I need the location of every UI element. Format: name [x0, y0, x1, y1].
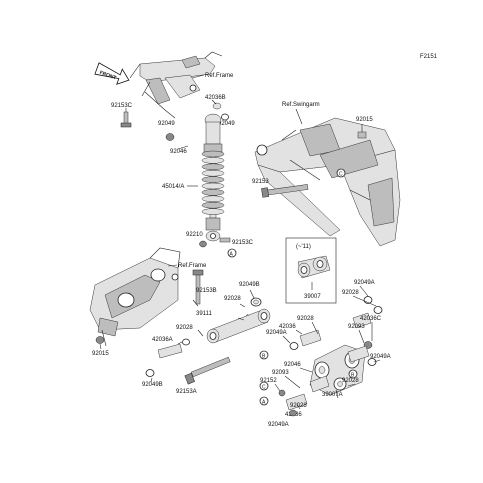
part-label: 39111 [196, 311, 212, 317]
part-label: 92049A [354, 280, 375, 286]
part-label: 92152 [260, 378, 277, 384]
spring-coil [201, 176, 225, 183]
part-label: 92049 [218, 121, 235, 127]
part-label: 92028 [297, 316, 314, 322]
part-label: 92049A [266, 330, 287, 336]
part-label: 42036A [152, 337, 173, 343]
part-label: 92093 [272, 370, 289, 376]
part-label: 42036C [360, 316, 382, 322]
part-label: 92028 [224, 296, 241, 302]
spring-coil [201, 157, 225, 164]
spring-coil [201, 201, 225, 209]
part-label: 39007A [322, 392, 343, 398]
part-label: 92028 [176, 325, 193, 331]
part-label: 92015 [356, 117, 373, 123]
part-label: 92049 [158, 121, 175, 127]
part-label: 92028 [290, 403, 307, 409]
part-label: 92049A [268, 422, 289, 428]
shock-absorber [201, 113, 225, 242]
front-label: FRONT [99, 70, 117, 82]
part-label: 92049A [370, 354, 391, 360]
part-label: 92153C [111, 103, 133, 109]
part-label: 92049B [142, 382, 163, 388]
part-label: 92046 [170, 149, 187, 155]
part-label: 92153A [176, 389, 197, 395]
part-label: 92028 [342, 378, 359, 384]
spring-coil [201, 169, 225, 177]
part-label: 42036 [279, 324, 296, 330]
callout-a: A [230, 252, 234, 258]
swingarm-drawing [254, 117, 401, 247]
tie-rod [206, 308, 271, 344]
part-label: 39007 [304, 294, 321, 300]
front-arrow-icon: FRONT [94, 62, 130, 85]
callout-b: B [262, 354, 266, 360]
spring-coil [201, 195, 225, 203]
callout-a: A [262, 400, 266, 406]
inset-label: (~'11) [296, 244, 311, 250]
spring-coil [201, 208, 225, 215]
part-label: 42036B [205, 95, 226, 101]
part-label: 92028 [342, 290, 359, 296]
callout-c: C [339, 172, 343, 178]
ref-frame-low: Ref.Frame [178, 263, 207, 269]
lower-frame-drawing [89, 247, 181, 347]
ref-frame-top: Ref.Frame [205, 73, 234, 79]
part-label: 92153B [196, 288, 217, 294]
spring-coil [201, 150, 225, 158]
upper-frame-drawing [129, 51, 223, 119]
ref-swingarm: Ref.Swingarm [282, 102, 320, 108]
spring-coil [201, 182, 225, 190]
diagram-code: F2151 [420, 54, 438, 60]
part-label: 92015 [92, 351, 109, 357]
part-label: 92153 [252, 179, 269, 185]
inset-box [285, 237, 337, 304]
callout-b: B [351, 373, 355, 379]
part-label: 92046 [284, 362, 301, 368]
part-label: 92153C [232, 240, 254, 246]
spring-coil [201, 163, 225, 171]
spring-coil [201, 189, 225, 196]
part-label: 92049B [239, 282, 260, 288]
callout-c: C [262, 385, 266, 391]
part-label: 92093 [348, 324, 365, 330]
part-label: 45014/A [162, 184, 184, 190]
part-label: 92210 [186, 232, 203, 238]
